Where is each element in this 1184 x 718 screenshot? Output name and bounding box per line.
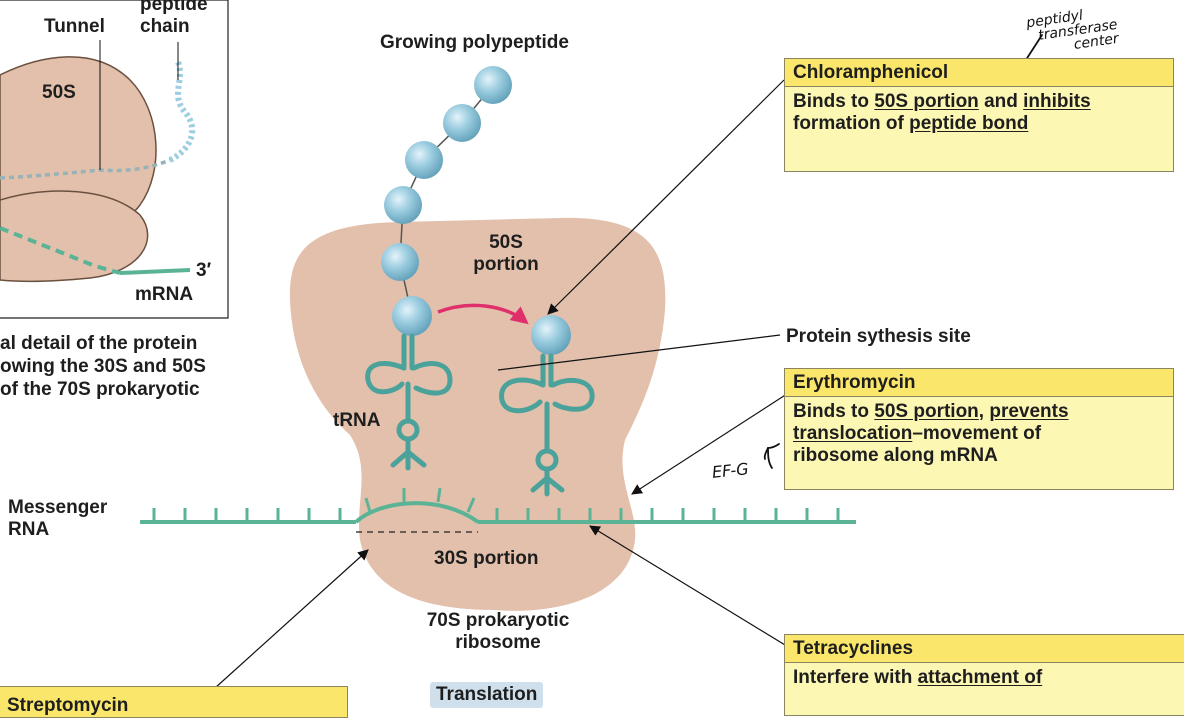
text-underlined: peptide bond bbox=[909, 113, 1029, 134]
inset-tunnel-label: Tunnel bbox=[44, 16, 105, 37]
streptomycin-box: Streptomycin bbox=[0, 686, 348, 718]
text-fragment: formation of bbox=[793, 113, 910, 134]
portion-50s-label: 50S portion bbox=[466, 232, 546, 276]
messenger-line2: RNA bbox=[8, 519, 50, 540]
text-fragment: Interfere with bbox=[793, 667, 918, 688]
portion-30s-label: 30S portion bbox=[434, 548, 539, 569]
erythromycin-description: Binds to 50S portion, prevents transloca… bbox=[785, 397, 1173, 471]
messenger-line1: Messenger bbox=[8, 497, 108, 518]
text-underlined: 50S portion bbox=[874, 401, 979, 422]
erythromycin-box: Erythromycin Binds to 50S portion, preve… bbox=[784, 368, 1174, 490]
polypeptide-chain bbox=[381, 66, 571, 355]
mrna-codon-ticks bbox=[152, 487, 840, 522]
messenger-rna-label: Messenger RNA bbox=[8, 497, 107, 541]
trna-right bbox=[499, 353, 595, 497]
inset-mrna-label: mRNA bbox=[135, 284, 194, 305]
portion-50s-line2: portion bbox=[473, 254, 539, 275]
text-fragment: –movement of bbox=[912, 423, 1042, 444]
chloramphenicol-description: Binds to 50S portion and inhibits format… bbox=[785, 87, 1173, 139]
inset-caption-line2: owing the 30S and 50S bbox=[0, 356, 206, 377]
trna-left bbox=[365, 333, 453, 471]
streptomycin-title: Streptomycin bbox=[0, 687, 347, 717]
mrna-tick bbox=[436, 487, 442, 503]
inset-3prime-label: 3′ bbox=[196, 260, 212, 281]
text-fragment: Binds to bbox=[793, 401, 875, 422]
inset-ribosome bbox=[0, 0, 229, 319]
ribosome-diagram bbox=[0, 0, 1043, 689]
text-fragment: Binds to bbox=[793, 91, 875, 112]
ribosome-70s-line2: ribosome bbox=[455, 632, 541, 653]
inset-caption-line3: of the 70S prokaryotic bbox=[0, 379, 200, 400]
inset-50s-label: 50S bbox=[42, 82, 76, 103]
trna-label: tRNA bbox=[333, 410, 381, 431]
inset-caption-line1: al detail of the protein bbox=[0, 333, 198, 354]
tetracyclines-title: Tetracyclines bbox=[785, 635, 1184, 663]
portion-50s-line1: 50S bbox=[489, 232, 523, 253]
text-underlined: translocation bbox=[793, 423, 913, 444]
text-fragment: , bbox=[978, 401, 990, 422]
text-underlined: prevents bbox=[989, 401, 1069, 422]
growing-polypeptide-label: Growing polypeptide bbox=[380, 32, 569, 53]
inset-peptide-line2: chain bbox=[140, 16, 190, 37]
inset-peptide-label: peptide chain bbox=[140, 0, 208, 38]
translation-label: Translation bbox=[430, 682, 544, 708]
chloramphenicol-title: Chloramphenicol bbox=[785, 59, 1173, 87]
erythromycin-title: Erythromycin bbox=[785, 369, 1173, 397]
chloramphenicol-box: Chloramphenicol Binds to 50S portion and… bbox=[784, 58, 1174, 172]
mrna-tick bbox=[466, 497, 476, 513]
leader-lines bbox=[214, 79, 791, 689]
handwritten-ef-g-note: EF-G bbox=[711, 459, 750, 482]
text-fragment: ribosome along mRNA bbox=[793, 445, 998, 466]
main-ribosome bbox=[289, 217, 666, 611]
text-fragment: and bbox=[978, 91, 1024, 112]
tetracyclines-box: Tetracyclines Interfere with attachment … bbox=[784, 634, 1184, 716]
text-underlined: inhibits bbox=[1023, 91, 1091, 112]
tetracyclines-description: Interfere with attachment of bbox=[785, 663, 1184, 693]
inset-caption: al detail of the protein owing the 30S a… bbox=[0, 332, 206, 401]
text-underlined: 50S portion bbox=[874, 91, 979, 112]
ribosome-70s-label: 70S prokaryotic ribosome bbox=[398, 610, 598, 654]
inset-peptide-line1: peptide bbox=[140, 0, 208, 15]
peptide-transfer-arrow bbox=[437, 303, 529, 325]
text-underlined: attachment of bbox=[917, 667, 1043, 688]
protein-synthesis-site-label: Protein sythesis site bbox=[786, 326, 971, 347]
ribosome-70s-line1: 70S prokaryotic bbox=[426, 610, 570, 631]
mrna-tick bbox=[364, 497, 372, 513]
